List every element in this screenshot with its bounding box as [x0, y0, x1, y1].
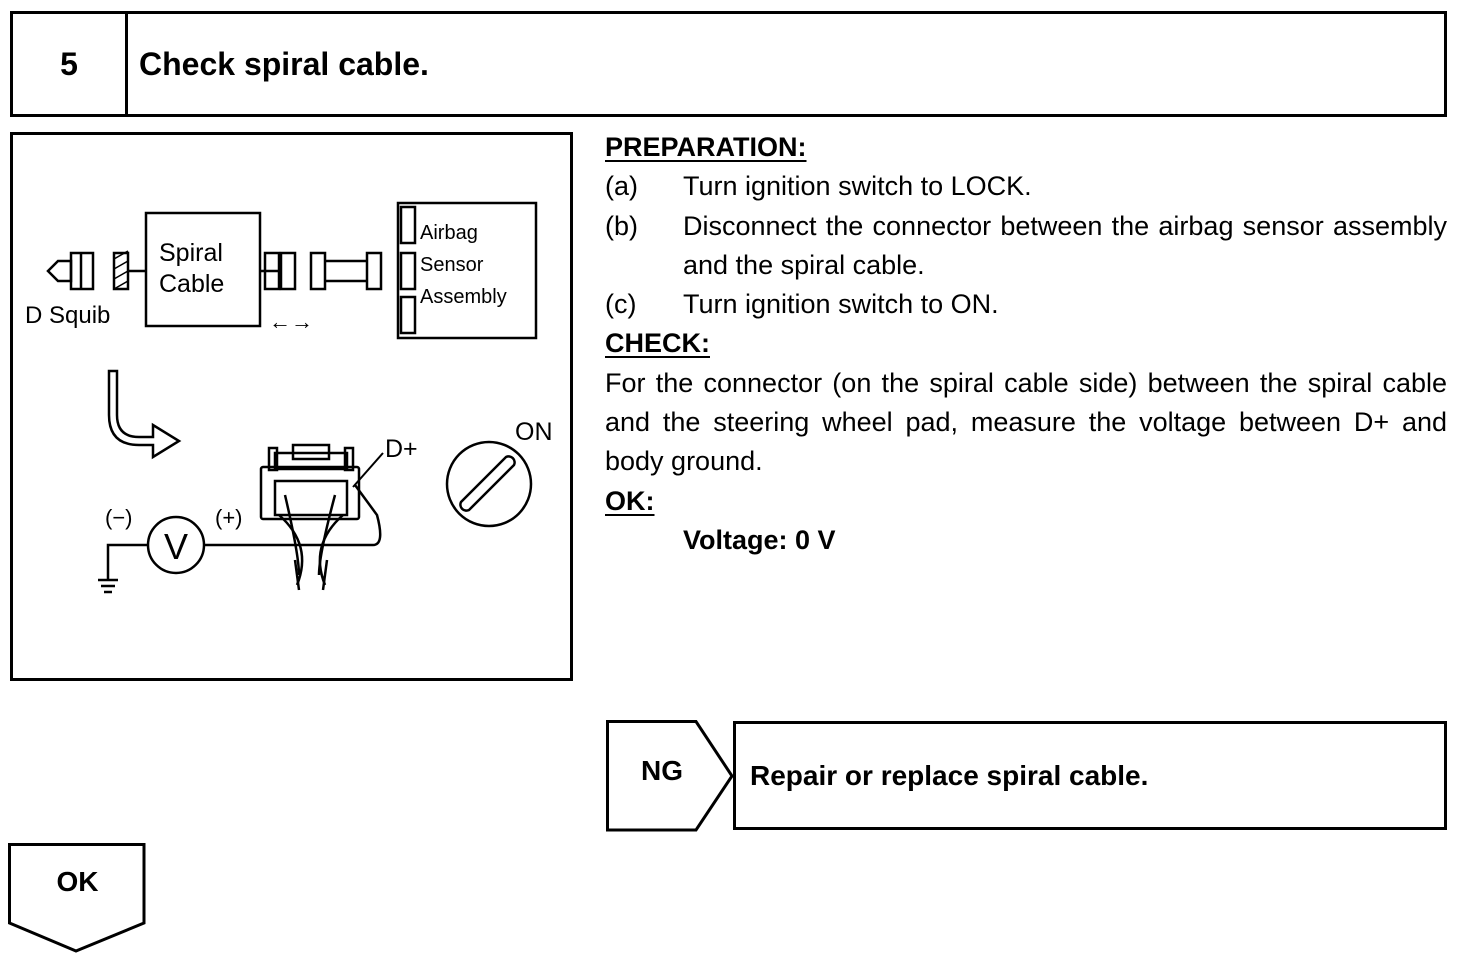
- sensor-connector-icon: [309, 251, 383, 291]
- positive-lead: [204, 484, 382, 547]
- bent-arrow-icon: [107, 369, 182, 460]
- procedure-text: PREPARATION: (a) Turn ignition switch to…: [605, 128, 1447, 560]
- step-item-label: (a): [605, 171, 638, 202]
- d-plus-label: D+: [385, 435, 418, 463]
- voltmeter-label: V: [164, 526, 188, 567]
- ng-label: NG: [641, 755, 683, 786]
- airbag-label-line2: Sensor: [420, 254, 484, 276]
- ng-action: Repair or replace spiral cable.: [733, 721, 1447, 830]
- spiral-connector-icon: [260, 251, 297, 291]
- step-item-label: (c): [605, 289, 637, 320]
- ground-icon: [98, 578, 118, 594]
- on-label: ON: [515, 418, 553, 446]
- ok-spec: Voltage: 0 V: [683, 524, 836, 555]
- step-item-text: Turn ignition switch to LOCK.: [683, 171, 1032, 202]
- ng-arrow-box: [606, 720, 734, 832]
- airbag-label-line3: Assembly: [420, 286, 507, 308]
- d-squib-connector-icon: [46, 250, 146, 291]
- step-number: 5: [13, 14, 128, 114]
- step-item-label: (b): [605, 210, 638, 241]
- diagram-figure: Spiral Cable D Squib Airbag Sensor Assem…: [10, 132, 573, 681]
- step-header: 5 Check spiral cable.: [10, 11, 1447, 117]
- preparation-header: PREPARATION:: [605, 132, 807, 162]
- step-title: Check spiral cable.: [139, 45, 429, 82]
- plus-label: (+): [215, 505, 243, 530]
- ok-label: OK: [56, 866, 99, 897]
- minus-label: (−): [105, 505, 133, 530]
- d-plus-leader: [352, 452, 384, 488]
- step-item: (b) Disconnect the connector between the…: [605, 207, 1447, 286]
- step-item: (a) Turn ignition switch to LOCK.: [605, 167, 1447, 206]
- negative-lead: [106, 543, 148, 580]
- check-header: CHECK:: [605, 328, 710, 359]
- ok-arrow-box: [8, 843, 146, 953]
- probed-connector-icon: [259, 443, 361, 591]
- spiral-label-line1: Spiral: [159, 239, 223, 267]
- d-squib-label: D Squib: [25, 302, 110, 329]
- step-item-text: Turn ignition switch to ON.: [683, 289, 999, 320]
- disconnect-arrows: ←→: [269, 309, 313, 334]
- airbag-sensor-box: [396, 201, 538, 340]
- step-item: (c) Turn ignition switch to ON.: [605, 285, 1447, 324]
- spiral-cable-box: [144, 211, 262, 328]
- ignition-switch-icon: [445, 440, 533, 528]
- check-text: For the connector (on the spiral cable s…: [605, 367, 1447, 477]
- spiral-label-line2: Cable: [159, 270, 224, 298]
- spiral-cable-diagram: Spiral Cable D Squib Airbag Sensor Assem…: [25, 201, 553, 594]
- ok-header: OK:: [605, 485, 655, 516]
- step-item-text: Disconnect the connector between the air…: [683, 210, 1447, 280]
- airbag-label-line1: Airbag: [420, 222, 478, 244]
